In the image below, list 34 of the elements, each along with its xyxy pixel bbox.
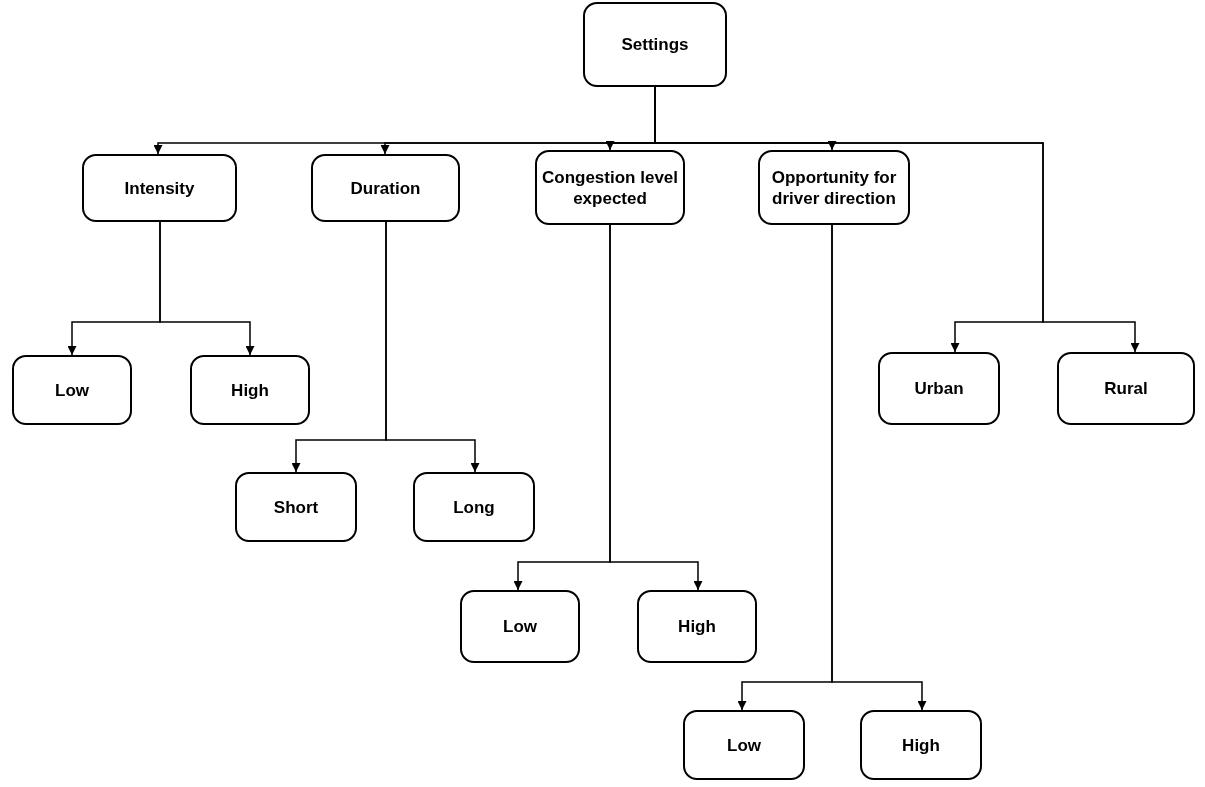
node-label: Low bbox=[727, 734, 761, 756]
rounded-box bbox=[637, 590, 757, 663]
rounded-box bbox=[311, 154, 460, 222]
node-label: Urban bbox=[914, 378, 964, 399]
arrow bbox=[609, 224, 703, 591]
node-label: Intensity bbox=[124, 177, 195, 199]
rounded-box bbox=[12, 355, 132, 425]
node-label: Opportunity for driver direction bbox=[770, 166, 898, 209]
arrow bbox=[831, 224, 927, 711]
node-label: Congestion level expected bbox=[541, 166, 679, 209]
rounded-box bbox=[413, 472, 535, 542]
rounded-box bbox=[190, 355, 310, 425]
rounded-box bbox=[1057, 352, 1195, 425]
node-label: High bbox=[678, 616, 716, 637]
rounded-box bbox=[460, 590, 580, 663]
rounded-box bbox=[235, 472, 357, 542]
node-label: Settings bbox=[621, 34, 689, 55]
rounded-box bbox=[82, 154, 237, 222]
node-label: Long bbox=[453, 496, 495, 518]
node-label: High bbox=[902, 734, 940, 756]
arrow bbox=[159, 221, 255, 356]
node-label: Short bbox=[273, 496, 319, 518]
node-label: Duration bbox=[350, 177, 421, 199]
rounded-box bbox=[535, 150, 685, 225]
node-label: Low bbox=[55, 379, 89, 401]
rounded-box bbox=[860, 710, 982, 780]
node-label: Rural bbox=[1104, 378, 1148, 399]
node-label: Low bbox=[503, 616, 537, 637]
rounded-box bbox=[758, 150, 910, 225]
node-label: High bbox=[231, 379, 269, 401]
rounded-box bbox=[583, 2, 727, 87]
rounded-box bbox=[878, 352, 1000, 425]
rounded-box bbox=[683, 710, 805, 780]
arrow bbox=[385, 221, 480, 473]
